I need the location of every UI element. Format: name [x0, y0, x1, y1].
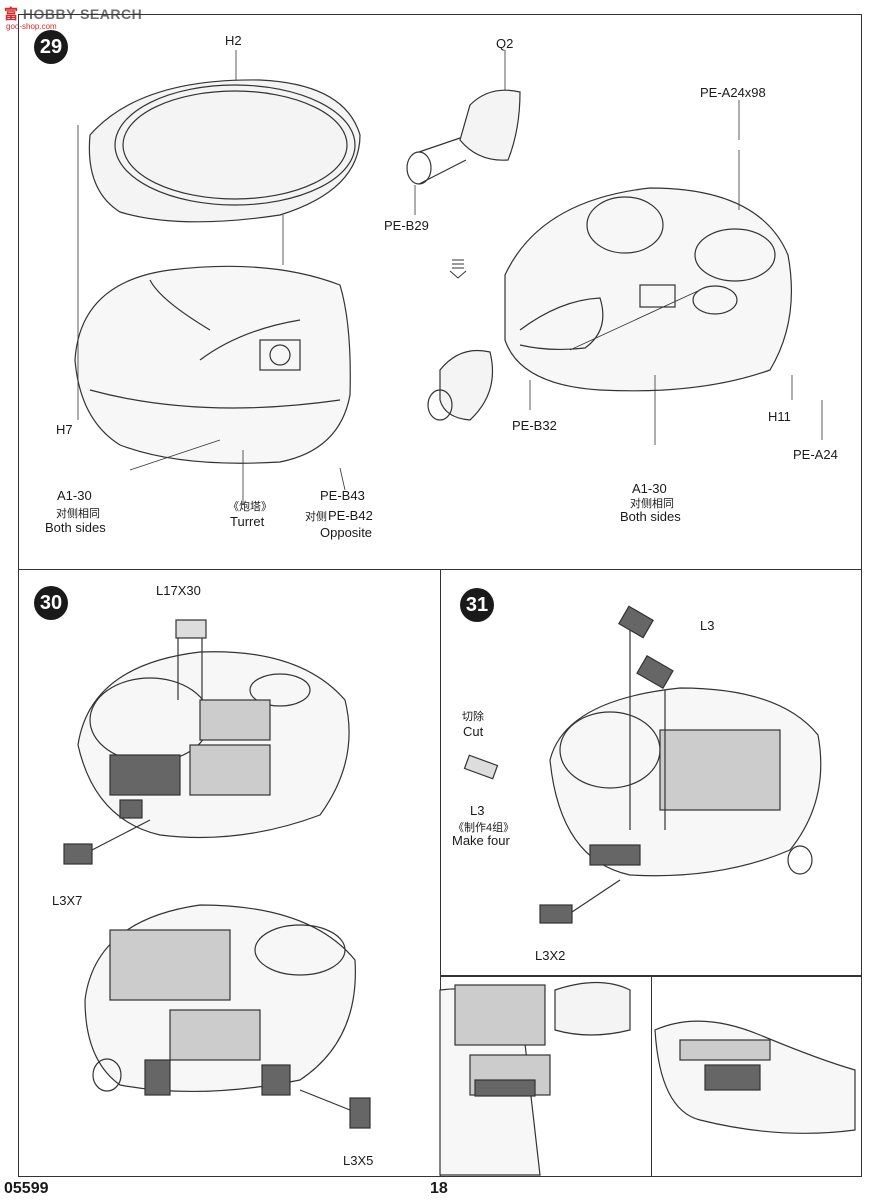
- step-29-badge: 29: [34, 30, 68, 64]
- label-both-sides-left: Both sides: [45, 520, 106, 535]
- label-opposite: Opposite: [320, 525, 373, 540]
- sight-housing-left-drawing: [427, 349, 494, 421]
- detail-right-drawing: [654, 1020, 856, 1134]
- detail-view-right: [651, 975, 862, 1177]
- label-a1-30-right: A1-30: [632, 481, 667, 496]
- label-pe-a24: PE-A24: [793, 447, 838, 462]
- label-pe-a24x98: PE-A24x98: [700, 85, 766, 100]
- label-pe-b43: PE-B43: [320, 488, 365, 503]
- watermark-site: goo-shop.com: [6, 22, 57, 31]
- label-l3-top: L3: [700, 618, 715, 633]
- label-l3x5: L3X5: [343, 1153, 374, 1168]
- label-cut: Cut: [463, 724, 484, 739]
- turret-top-assembled-drawing: [504, 187, 792, 392]
- part-h2-ring-drawing: [88, 79, 361, 223]
- label-both-sides-cn-right: 对侧相同: [630, 498, 674, 510]
- step-30-badge: 30: [34, 586, 68, 620]
- turret-base-drawing: [74, 265, 351, 464]
- detail-left-drawing: [439, 981, 631, 1176]
- label-pe-b42: PE-B42: [328, 508, 373, 523]
- label-pe-b29: PE-B29: [384, 218, 429, 233]
- page-number: 18: [430, 1180, 448, 1197]
- label-l3x7: L3X7: [52, 893, 83, 908]
- label-make-four: Make four: [452, 833, 510, 848]
- label-cut-cn: 切除: [462, 711, 484, 723]
- step-arrow-drawing: [449, 259, 467, 279]
- label-both-sides-right: Both sides: [620, 509, 681, 524]
- label-l17x30: L17X30: [156, 583, 201, 598]
- label-h7: H7: [56, 422, 73, 437]
- label-turret: Turret: [230, 514, 265, 529]
- label-l3-part: L3: [470, 803, 485, 818]
- part-l3-cut-drawing: [463, 754, 499, 780]
- turret-step30-top-drawing: [63, 619, 350, 865]
- turret-step31-drawing: [539, 605, 822, 924]
- part-q2-drawing: [406, 89, 521, 185]
- turret-step30-bottom-drawing: [84, 904, 371, 1129]
- label-q2: Q2: [496, 36, 514, 51]
- label-make-four-cn: 《制作4组》: [453, 822, 515, 834]
- label-opposite-cn: 对侧: [305, 511, 327, 523]
- label-a1-30-left: A1-30: [57, 488, 92, 503]
- label-h2: H2: [225, 33, 242, 48]
- leader-lines-29: [77, 50, 823, 505]
- label-h11: H11: [768, 409, 791, 424]
- step-31-badge: 31: [460, 588, 494, 622]
- product-code: 05599: [4, 1180, 49, 1197]
- label-pe-b32: PE-B32: [512, 418, 557, 433]
- label-turret-cn: 《炮塔》: [228, 501, 272, 513]
- label-l3x2: L3X2: [535, 948, 566, 963]
- label-both-sides-cn-left: 对侧相同: [56, 508, 100, 520]
